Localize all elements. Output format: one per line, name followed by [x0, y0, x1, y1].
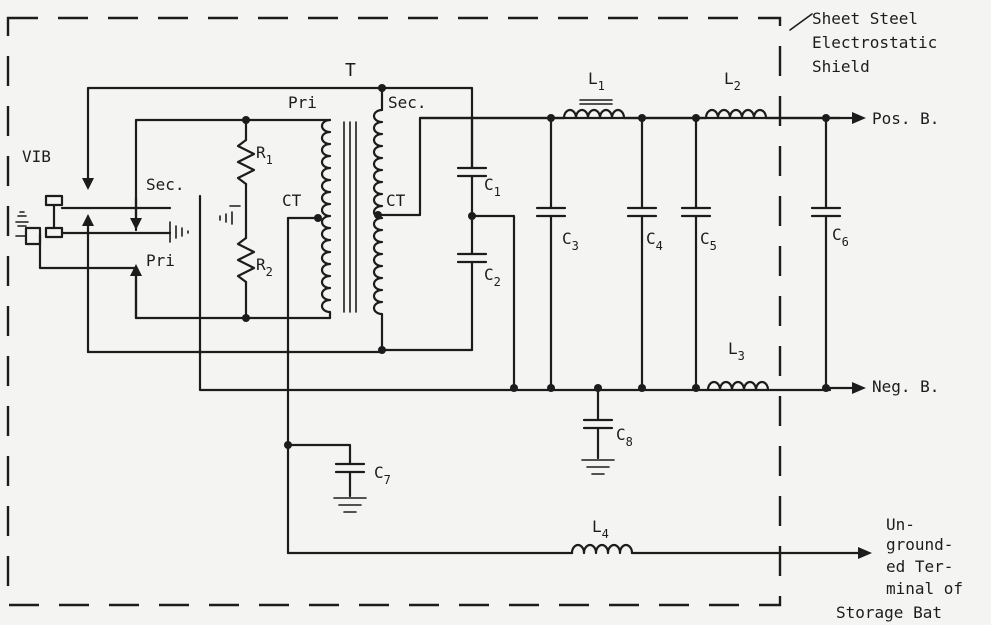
primary-top-wire	[134, 118, 332, 232]
pos-b-label: Pos. B.	[872, 109, 939, 128]
electrostatic-shield-outline	[6, 16, 782, 607]
vib-primary-label: Pri	[146, 251, 175, 270]
capacitor-c4	[626, 116, 658, 392]
resistor-r1	[236, 138, 256, 186]
c6-label: C6	[832, 225, 849, 249]
c8-label: C8	[616, 425, 633, 449]
c2-label: C2	[484, 265, 501, 289]
c7-ground-icon	[333, 497, 367, 513]
vib-secondary-wire	[198, 194, 832, 392]
capacitor-c7	[286, 443, 366, 498]
l2-label: L2	[724, 69, 741, 93]
pos-b-arrow	[852, 112, 866, 124]
l3-label: L3	[728, 339, 745, 363]
l4-label: L4	[592, 517, 609, 541]
ungrounded-terminal-note: Un- ground- ed Ter- minal of Storage Bat	[836, 515, 963, 622]
l1-label: L1	[588, 69, 605, 93]
inductor-l1	[418, 99, 644, 120]
c4-label: C4	[646, 229, 663, 253]
neg-b-arrow	[852, 382, 866, 394]
capacitor-c8	[582, 386, 614, 460]
transformer-core	[343, 121, 357, 313]
primary-ct-label: CT	[282, 191, 302, 210]
svg-text:Shield: Shield	[812, 57, 870, 76]
inductor-l3	[706, 380, 770, 392]
shield-note-leader	[789, 13, 813, 31]
vib-secondary-label: Sec.	[146, 175, 185, 194]
neg-b-label: Neg. B.	[872, 377, 939, 396]
resistor-r2	[236, 236, 256, 284]
svg-text:ed Ter-: ed Ter-	[886, 557, 953, 576]
transformer-primary-coil	[320, 118, 332, 320]
resistor-ground-symbol	[219, 205, 241, 225]
secondary-ct-wire	[376, 116, 842, 217]
capacitor-c1	[456, 166, 488, 178]
r1-label: R1	[256, 143, 273, 167]
c7-label: C7	[374, 463, 391, 487]
svg-text:ground-: ground-	[886, 535, 953, 554]
transformer-label: T	[345, 60, 356, 81]
capacitor-c6	[810, 116, 842, 392]
secondary-winding-label: Sec.	[388, 93, 427, 112]
c1-c2-midpoint-wire	[470, 214, 516, 390]
c5-label: C5	[700, 229, 717, 253]
svg-text:Electrostatic: Electrostatic	[812, 33, 937, 52]
primary-bottom-wire	[134, 270, 332, 320]
primary-winding-label: Pri	[288, 93, 317, 112]
inductor-l2	[640, 108, 828, 120]
ungrounded-arrow	[858, 547, 872, 559]
r2-label: R2	[256, 255, 273, 279]
inductor-l4	[286, 543, 864, 555]
capacitor-c3	[535, 116, 567, 392]
shield-note: Sheet Steel Electrostatic Shield	[812, 9, 937, 76]
vib-arrow-down	[82, 178, 94, 190]
battery-symbol	[169, 221, 189, 243]
c1-label: C1	[484, 175, 501, 199]
c8-ground-icon	[581, 459, 615, 475]
svg-text:Storage Bat: Storage Bat	[836, 603, 942, 622]
vibrator-assembly	[15, 194, 172, 270]
svg-text:Un-: Un-	[886, 515, 915, 534]
transformer-secondary-coil	[372, 86, 384, 352]
svg-text:Sheet Steel: Sheet Steel	[812, 9, 918, 28]
capacitor-c2	[456, 252, 488, 264]
vibrator-label: VIB	[22, 147, 51, 166]
capacitor-c5	[680, 116, 712, 392]
c3-label: C3	[562, 229, 579, 253]
secondary-ct-label: CT	[386, 191, 406, 210]
svg-text:minal of: minal of	[886, 579, 963, 598]
